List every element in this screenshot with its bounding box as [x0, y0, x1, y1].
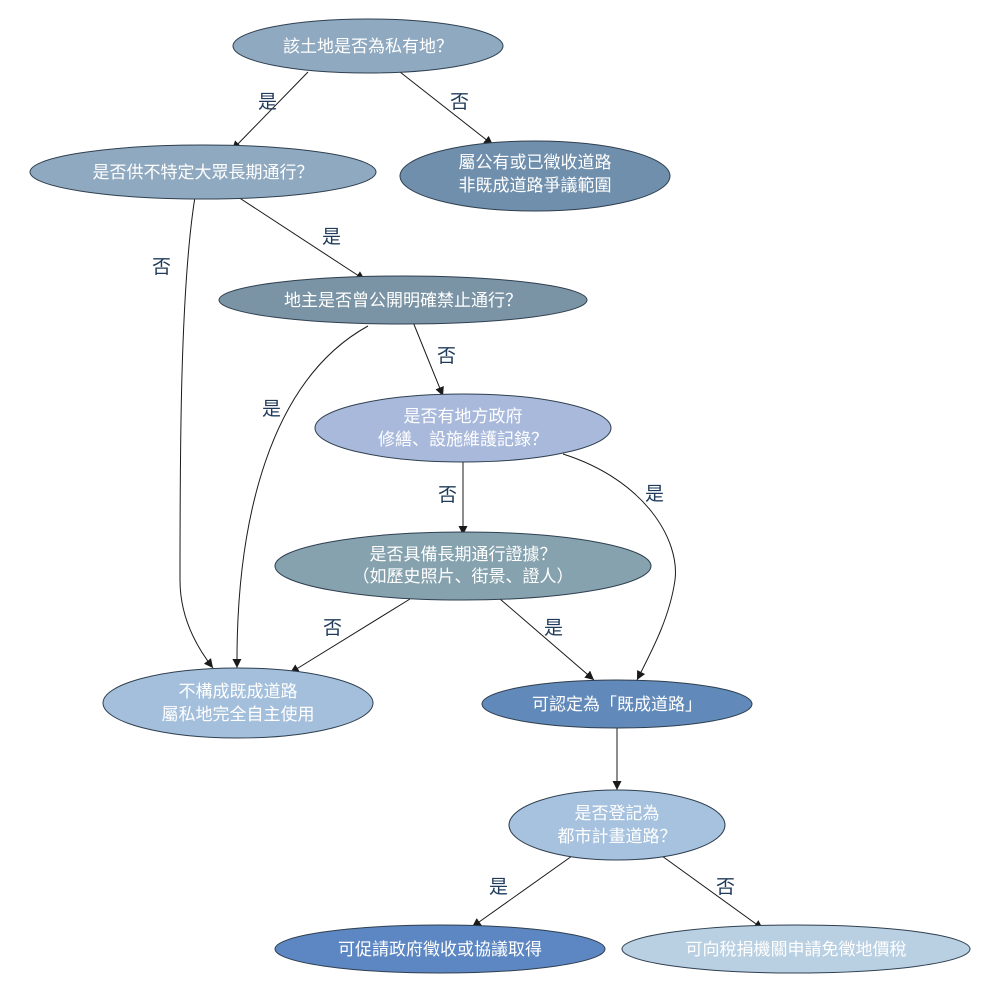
- edge-evidence-to-recognized: [499, 598, 595, 681]
- edge-label-e9: 否: [323, 617, 342, 639]
- edge-gov-maintenance-to-recognized: [562, 453, 676, 681]
- node-long-term-evidence-line-2: （如歷史照片、街景、證人）: [353, 567, 574, 587]
- edge-owner-prohibit-to-not-existing: [232, 325, 369, 669]
- edge-label-e13: 否: [716, 876, 735, 898]
- edges: 是 否 是 否 否 是 否 是 否 是 是 否: [152, 71, 764, 930]
- edge-label-e10: 是: [544, 617, 563, 639]
- edge-public-long-term-to-not-existing: [179, 196, 214, 669]
- edge-urban-plan-to-gov-acquire: [471, 855, 573, 928]
- node-public-owned: 屬公有或已徵收道路 非既成道路爭議範圍: [399, 140, 671, 212]
- node-gov-maintenance-line-1: 是否有地方政府: [404, 407, 523, 427]
- node-tax-exempt-line-1: 可向稅捐機關申請免徵地價稅: [686, 940, 907, 960]
- node-urban-plan: 是否登記為 都市計畫道路？: [508, 789, 726, 861]
- edge-evidence-to-not-existing: [289, 598, 411, 674]
- node-not-existing-road: 不構成既成道路 屬私地完全自主使用: [102, 667, 374, 739]
- edge-private-to-public-owned: [399, 71, 494, 146]
- node-public-owned-line-2: 非既成道路爭議範圍: [459, 176, 612, 196]
- nodes: 該土地是否為私有地？ 是否供不特定大眾長期通行？ 屬公有或已徵收道路 非既成道路…: [29, 18, 971, 974]
- node-gov-acquire: 可促請政府徵收或協議取得: [274, 924, 606, 974]
- edge-label-e8: 是: [645, 483, 664, 505]
- edge-label-e6: 是: [262, 398, 281, 420]
- edge-label-e2: 否: [450, 91, 469, 113]
- node-recognized-road-line-1: 可認定為「既成道路」: [532, 695, 702, 715]
- edge-label-e5: 否: [437, 345, 456, 367]
- edge-label-e4: 否: [152, 256, 171, 278]
- edge-public-long-term-to-owner-prohibit: [237, 196, 366, 281]
- node-long-term-evidence: 是否具備長期通行證據？ （如歷史照片、街景、證人）: [274, 531, 652, 601]
- edge-owner-prohibit-to-gov-maintenance: [412, 321, 444, 397]
- node-gov-maintenance-line-2: 修繕、設施維護記錄？: [378, 430, 548, 450]
- edge-label-e12: 是: [489, 876, 508, 898]
- node-public-long-term-line-1: 是否供不特定大眾長期通行？: [93, 163, 314, 183]
- edge-label-e1: 是: [258, 91, 277, 113]
- node-gov-maintenance: 是否有地方政府 修繕、設施維護記錄？: [314, 393, 612, 463]
- node-not-existing-road-line-1: 不構成既成道路: [179, 682, 298, 702]
- node-long-term-evidence-line-1: 是否具備長期通行證據？: [370, 545, 557, 565]
- edge-label-e3: 是: [322, 226, 341, 248]
- node-not-existing-road-line-2: 屬私地完全自主使用: [162, 704, 315, 725]
- node-public-long-term: 是否供不特定大眾長期通行？: [29, 144, 377, 200]
- edge-urban-plan-to-tax-exempt: [661, 855, 764, 930]
- node-urban-plan-line-2: 都市計畫道路？: [558, 827, 677, 847]
- node-tax-exempt: 可向稅捐機關申請免徵地價稅: [621, 924, 971, 974]
- node-owner-prohibit-line-1: 地主是否曾公開明確禁止通行？: [284, 291, 522, 311]
- node-gov-acquire-line-1: 可促請政府徵收或協議取得: [338, 940, 542, 960]
- edge-private-to-public-long-term: [231, 71, 309, 151]
- node-owner-prohibit: 地主是否曾公開明確禁止通行？: [218, 275, 588, 325]
- node-urban-plan-line-1: 是否登記為: [575, 804, 660, 824]
- node-private-land-line-1: 該土地是否為私有地？: [283, 37, 453, 57]
- node-public-owned-line-1: 屬公有或已徵收道路: [459, 153, 612, 173]
- node-private-land: 該土地是否為私有地？: [232, 18, 504, 74]
- node-recognized-road: 可認定為「既成道路」: [481, 679, 753, 729]
- edge-label-e7: 否: [438, 484, 457, 506]
